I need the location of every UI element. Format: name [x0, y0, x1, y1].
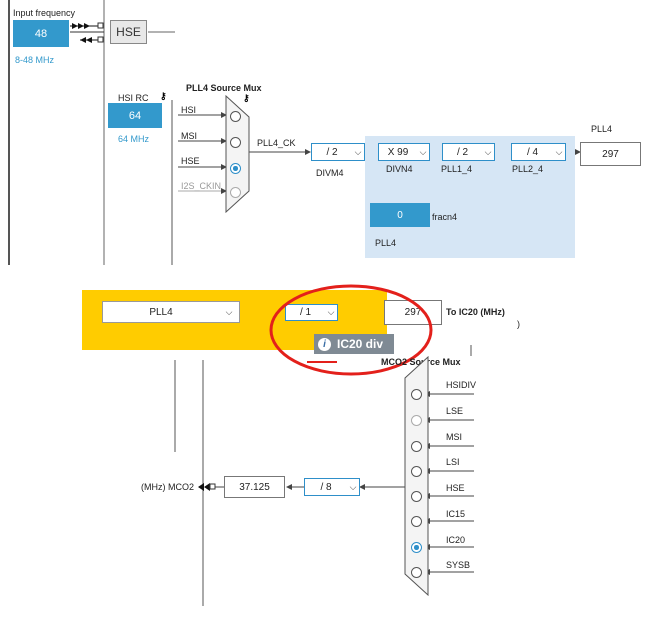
chevron-down-icon: ⌵: [419, 146, 427, 157]
divn4-value: X 99: [387, 146, 409, 158]
mco2-div-select[interactable]: / 8 ⌵: [304, 478, 360, 496]
ic20-div-select[interactable]: / 1 ⌵: [285, 304, 338, 321]
mco2-label: (MHz) MCO2: [141, 482, 194, 492]
output-arrow-icon: [198, 483, 216, 491]
divn4-select[interactable]: X 99 ⌵: [378, 143, 430, 161]
tooltip-text: IC20 div: [337, 337, 384, 351]
ic20-out-value: 297: [384, 300, 442, 325]
pll4-mux-title: PLL4 Source Mux: [186, 83, 262, 93]
divn4-label: DIVN4: [386, 164, 413, 174]
ic20-div-value: / 1: [299, 307, 312, 318]
divm4-value: / 2: [326, 146, 338, 158]
annotation-circle: [269, 284, 433, 376]
chevron-down-icon: ⌵: [327, 307, 335, 317]
mux-radio-hsi[interactable]: [230, 111, 241, 122]
fracn4-field[interactable]: 0: [370, 203, 430, 227]
mco2-input-hse: HSE: [446, 483, 465, 493]
input-frequency-range: 8-48 MHz: [15, 55, 55, 65]
pll2-4-label: PLL2_4: [512, 164, 544, 174]
mco2-input-sysb: SYSB: [446, 560, 471, 570]
mux-radio-msi[interactable]: [230, 137, 241, 148]
chevron-down-icon: ⌵: [354, 146, 362, 157]
pll4-block-label: PLL4: [375, 238, 397, 248]
mco2-radio-hsidiv[interactable]: [411, 389, 422, 400]
info-icon: i: [318, 337, 331, 351]
mco2-input-lsi: LSI: [446, 457, 460, 467]
ic20-tooltip: i IC20 div: [314, 334, 394, 354]
mco2-input-ic15: IC15: [446, 509, 466, 519]
ic20-source-value: PLL4: [149, 306, 173, 318]
key-icon: ⚷: [160, 91, 167, 101]
pll1-4-label: PLL1_4: [441, 164, 473, 174]
key-icon: ⚷: [243, 93, 250, 103]
hsi-rc-label: HSI RC: [118, 93, 149, 103]
mco2-radio-msi[interactable]: [411, 441, 422, 452]
mux-input-hse: HSE: [181, 156, 200, 166]
pll4-out-label: PLL4: [591, 124, 613, 134]
mux-radio-hse[interactable]: [230, 163, 241, 174]
pll1-4-select[interactable]: / 2 ⌵: [442, 143, 495, 161]
mux-input-msi: MSI: [181, 131, 198, 141]
mux-input-hsi: HSI: [181, 105, 197, 115]
mco2-input-msi: MSI: [446, 432, 463, 442]
hse-block[interactable]: HSE: [110, 20, 147, 44]
ic20-out-label: To IC20 (MHz): [446, 307, 505, 317]
mco2-radio-ic20[interactable]: [411, 542, 422, 553]
chevron-down-icon: ⌵: [484, 146, 492, 157]
mco2-radio-ic15[interactable]: [411, 516, 422, 527]
mco2-div-value: / 8: [320, 481, 332, 493]
chevron-down-icon: ⌵: [225, 306, 233, 317]
fracn4-label: fracn4: [432, 212, 458, 222]
divm4-label: DIVM4: [316, 168, 344, 178]
hsi-rc-unit: 64 MHz: [118, 134, 150, 144]
mco2-radio-sysb[interactable]: [411, 567, 422, 578]
mco2-input-hsidiv: HSIDIV: [446, 380, 477, 390]
stray-text: ): [517, 319, 520, 329]
mco2-input-ic20: IC20: [446, 535, 466, 545]
mco2-radio-lse[interactable]: [411, 415, 422, 426]
pll4-ck-label: PLL4_CK: [257, 138, 296, 148]
mco2-mux-title: MCO2 Source Mux: [381, 357, 461, 367]
hsi-rc-field[interactable]: 64: [108, 103, 162, 128]
double-arrow-icon: [70, 22, 104, 43]
pll2-4-select[interactable]: / 4 ⌵: [511, 143, 566, 161]
pll2-4-value: / 4: [526, 146, 539, 158]
mco2-radio-lsi[interactable]: [411, 466, 422, 477]
mco2-input-lse: LSE: [446, 406, 464, 416]
pll1-4-value: / 2: [456, 146, 469, 158]
input-frequency-field[interactable]: 48: [13, 20, 69, 47]
input-frequency-label: Input frequency: [13, 8, 76, 18]
pll4-mux-shape: [225, 95, 250, 213]
mco2-value: 37.125: [224, 476, 285, 498]
ic20-source-select[interactable]: PLL4 ⌵: [102, 301, 240, 323]
mco2-radio-hse[interactable]: [411, 491, 422, 502]
chevron-down-icon: ⌵: [555, 146, 563, 157]
mux-radio-i2s-ckin[interactable]: [230, 187, 241, 198]
mux-input-i2s-ckin: I2S_CKIN: [181, 181, 222, 191]
pll4-out-value: 297: [580, 142, 641, 166]
chevron-down-icon: ⌵: [349, 481, 357, 492]
divm4-select[interactable]: / 2 ⌵: [311, 143, 365, 161]
